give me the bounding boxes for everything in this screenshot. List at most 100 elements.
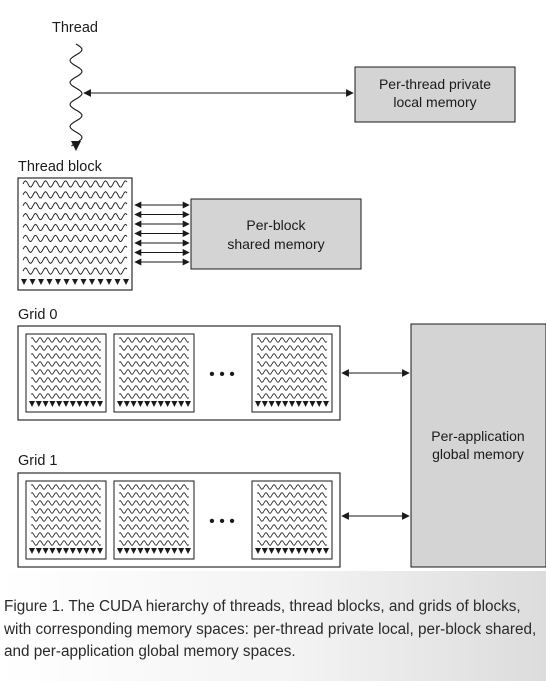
thread-wave-row <box>22 202 128 210</box>
block-memory-label-line1: Per-block <box>246 217 306 233</box>
thread-wave-row <box>118 484 190 490</box>
thread-arrowhead <box>38 279 44 285</box>
thread-arrowhead <box>185 548 191 554</box>
thread-arrowhead <box>302 548 309 554</box>
thread-wave-row <box>118 345 190 351</box>
thread-label: Thread <box>52 20 98 36</box>
thread-arrowhead <box>178 548 185 554</box>
thread-wave-row <box>118 361 190 367</box>
thread-arrowhead <box>185 401 191 407</box>
thread-arrowhead <box>261 548 268 554</box>
block-memory-box <box>190 198 362 270</box>
thread-arrowhead <box>157 401 164 407</box>
thread-wave-row <box>256 385 328 391</box>
grid-1-blocks <box>25 480 333 560</box>
thread-arrowhead <box>80 279 87 285</box>
thread-arrowhead <box>97 279 104 285</box>
grid-thread-block <box>251 333 333 413</box>
thread-arrowhead <box>289 548 295 554</box>
grid-1-label: Grid 1 <box>18 453 58 469</box>
thread-wave-row <box>118 377 190 383</box>
thread-arrowhead <box>151 401 157 407</box>
thread-wave-row <box>256 524 328 530</box>
thread-wave-row <box>256 369 328 375</box>
thread-block-box <box>17 177 133 291</box>
thread-wave-row <box>256 532 328 538</box>
thread-wave-row <box>118 532 190 538</box>
thread-arrowhead <box>29 279 36 285</box>
thread-arrowhead <box>42 401 49 407</box>
thread-wave-row <box>30 345 102 351</box>
thread-arrowhead <box>49 548 56 554</box>
thread-wave-row <box>30 532 102 538</box>
thread-arrowhead <box>89 279 95 285</box>
thread-arrowhead <box>76 548 83 554</box>
thread-arrowhead <box>171 401 178 407</box>
thread-arrowhead <box>83 401 90 407</box>
block-memory-label-line2: shared memory <box>227 236 324 252</box>
thread-wave-row <box>30 492 102 498</box>
thread-wave-row <box>118 516 190 522</box>
thread-arrowhead <box>117 548 123 554</box>
thread-arrowhead <box>282 401 289 407</box>
thread-wave-row <box>30 484 102 490</box>
thread-memory-box <box>354 66 516 123</box>
thread-arrowhead <box>63 548 69 554</box>
thread-arrowhead <box>255 401 261 407</box>
thread-arrowhead <box>83 548 90 554</box>
thread-wave-row <box>256 353 328 359</box>
thread-wave-row <box>256 393 328 399</box>
thread-wave-row <box>118 500 190 506</box>
thread-arrowhead <box>268 548 275 554</box>
thread-wave-row <box>22 223 128 232</box>
thread-arrowhead <box>144 401 151 407</box>
thread-arrowhead <box>282 548 289 554</box>
thread-arrowhead <box>72 279 78 285</box>
thread-wave-row <box>30 369 102 375</box>
thread-squiggle <box>69 43 83 147</box>
thread-wave-row <box>118 369 190 375</box>
thread-wave-row <box>30 524 102 530</box>
thread-arrowhead <box>130 401 137 407</box>
thread-arrowhead <box>289 401 295 407</box>
thread-arrowhead <box>164 401 171 407</box>
thread-arrowhead <box>97 401 103 407</box>
thread-wave-row <box>256 508 328 514</box>
thread-arrowhead <box>29 401 35 407</box>
thread-arrowhead <box>55 279 61 285</box>
thread-wave-row <box>256 484 328 490</box>
thread-wave-row <box>30 516 102 522</box>
thread-wave-row <box>22 191 128 199</box>
thread-arrowhead <box>255 548 261 554</box>
thread-wave-row <box>22 245 128 254</box>
thread-wave-row <box>22 256 128 264</box>
thread-arrowhead <box>46 279 53 285</box>
thread-arrowhead <box>90 401 97 407</box>
thread-arrowhead <box>151 548 157 554</box>
thread-wave-row <box>30 540 102 546</box>
thread-arrowhead <box>164 548 171 554</box>
thread-wave-row <box>30 393 102 399</box>
block-shared-arrows <box>134 201 190 266</box>
thread-wave-row <box>256 361 328 367</box>
thread-wave-row <box>118 508 190 514</box>
thread-arrowhead <box>157 548 164 554</box>
thread-arrowhead <box>35 401 42 407</box>
grid-thread-block <box>251 480 333 560</box>
figure-caption: Figure 1. The CUDA hierarchy of threads,… <box>4 598 537 660</box>
thread-wave-row <box>30 500 102 506</box>
thread-arrowhead <box>123 548 130 554</box>
thread-wave-row <box>118 353 190 359</box>
thread-arrowhead <box>130 548 137 554</box>
thread-arrowhead <box>117 401 123 407</box>
thread-wave-row <box>256 500 328 506</box>
thread-wave-row <box>118 540 190 546</box>
thread-block-threads <box>21 180 129 285</box>
thread-arrowhead <box>123 401 130 407</box>
thread-arrowhead <box>114 279 121 285</box>
thread-arrowhead <box>49 401 56 407</box>
thread-arrowhead <box>275 401 282 407</box>
thread-wave-row <box>118 393 190 399</box>
thread-arrowhead <box>309 548 316 554</box>
thread-arrowhead <box>42 548 49 554</box>
